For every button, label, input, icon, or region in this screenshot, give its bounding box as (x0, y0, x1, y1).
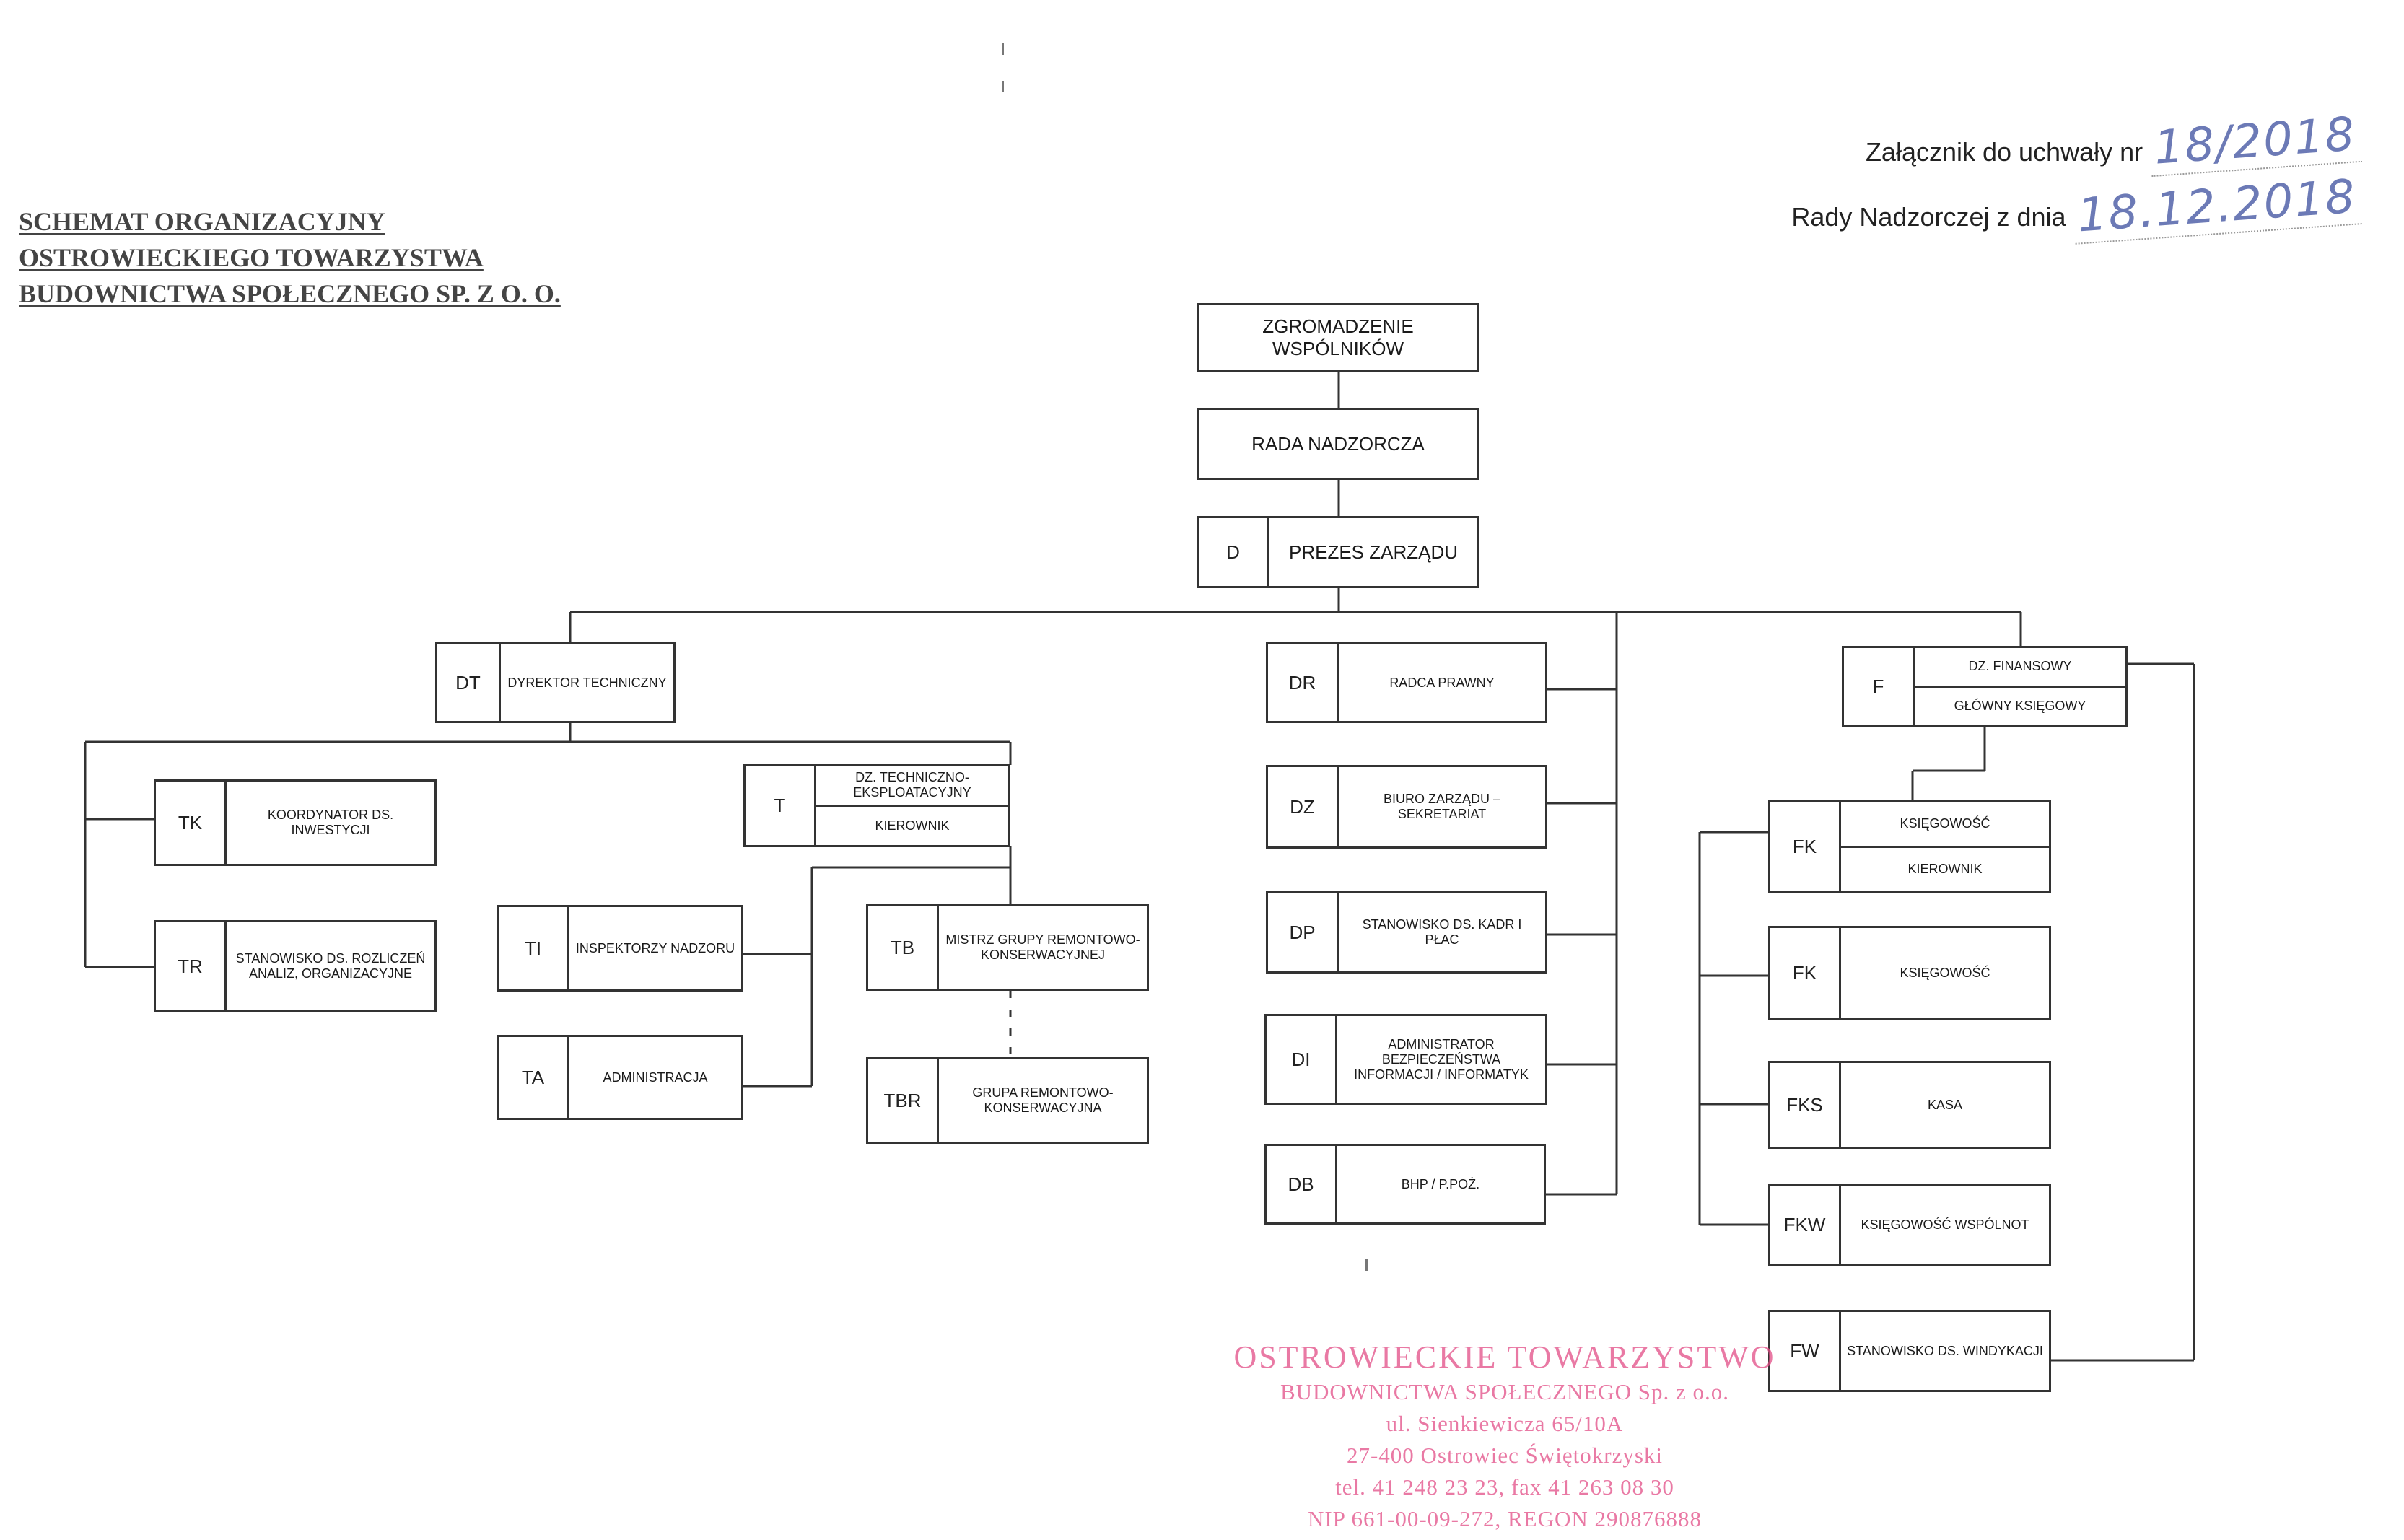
box-dr: DR RADCA PRAWNY (1266, 642, 1547, 723)
box-label: DZ. FINANSOWY (1915, 648, 2125, 688)
box-label: ZGROMADZENIE WSPÓLNIKÓW (1262, 315, 1414, 359)
annex-date-line: Rady Nadzorczej z dnia 18.12.2018 (1791, 170, 2362, 245)
box-label: KOORDYNATOR DS. INWESTYCJI (267, 808, 394, 837)
box-sublabel: GŁÓWNY KSIĘGOWY (1954, 698, 2086, 713)
annex-resolution-line: Załącznik do uchwały nr 18/2018 (1865, 107, 2362, 178)
box-label: GRUPA REMONTOWO-KONSERWACYJNA (972, 1085, 1114, 1115)
box-f: F DZ. FINANSOWY GŁÓWNY KSIĘGOWY (1842, 646, 2128, 727)
annex-label: Załącznik do uchwały nr (1865, 137, 2143, 167)
box-prezes: D PREZES ZARZĄDU (1197, 516, 1479, 588)
box-fks: FKS KASA (1768, 1061, 2051, 1149)
box-code: FKS (1770, 1063, 1841, 1147)
stamp-line: OSTROWIECKIE TOWARZYSTWO (1233, 1339, 1776, 1375)
box-label: KSIĘGOWOŚĆ (1900, 965, 1990, 980)
box-code: TB (868, 906, 939, 989)
box-code: D (1199, 518, 1269, 586)
box-dz: DZ BIURO ZARZĄDU – SEKRETARIAT (1266, 765, 1547, 849)
box-di: DI ADMINISTRATOR BEZPIECZEŃSTWA INFORMAC… (1264, 1014, 1547, 1105)
box-label: STANOWISKO DS. WINDYKACJI (1847, 1343, 2043, 1358)
box-code: TBR (868, 1059, 939, 1142)
box-code: DR (1268, 644, 1339, 721)
box-code: TK (156, 782, 227, 864)
scan-speck (1002, 43, 1004, 55)
title-line-3: BUDOWNICTWA SPOŁECZNEGO SP. Z O. O. (19, 279, 561, 308)
box-code: FKW (1770, 1186, 1841, 1264)
scan-speck (1365, 1259, 1368, 1271)
box-label: DYREKTOR TECHNICZNY (507, 675, 667, 690)
box-label: INSPEKTORZY NADZORU (575, 940, 735, 955)
box-code: FK (1770, 928, 1841, 1018)
stamp-line: NIP 661-00-09-272, REGON 290876888 (1307, 1506, 1703, 1531)
box-code: TI (499, 907, 569, 989)
box-label: KSIĘGOWOŚĆ WSPÓLNOT (1861, 1217, 2029, 1232)
stamp-line: ul. Sienkiewicza 65/10A (1386, 1411, 1624, 1436)
box-code: FW (1770, 1312, 1841, 1390)
scan-speck (1002, 81, 1004, 92)
box-tr: TR STANOWISKO DS. ROZLICZEŃ ANALIZ, ORGA… (154, 920, 437, 1012)
box-label: ADMINISTRACJA (603, 1069, 708, 1085)
box-label: PREZES ZARZĄDU (1288, 541, 1459, 563)
document-title: SCHEMAT ORGANIZACYJNY OSTROWIECKIEGO TOW… (19, 204, 561, 312)
box-label: BHP / P.POŻ. (1401, 1176, 1480, 1191)
stamp-line: BUDOWNICTWA SPOŁECZNEGO Sp. z o.o. (1280, 1379, 1730, 1404)
annex-date-label: Rady Nadzorczej z dnia (1791, 202, 2066, 232)
box-label: STANOWISKO DS. ROZLICZEŃ ANALIZ, ORGANIZ… (235, 951, 426, 981)
box-dt: DT DYREKTOR TECHNICZNY (435, 642, 676, 723)
box-rada-nadzorcza: RADA NADZORCZA (1197, 408, 1479, 480)
box-tb: TB MISTRZ GRUPY REMONTOWO-KONSERWACYJNEJ (866, 904, 1149, 991)
box-t: T DZ. TECHNICZNO-EKSPLOATACYJNY KIEROWNI… (743, 764, 1010, 847)
box-code: FK (1770, 802, 1841, 891)
title-line-1: SCHEMAT ORGANIZACYJNY (19, 207, 385, 236)
box-label: ADMINISTRATOR BEZPIECZEŃSTWA INFORMACJI … (1354, 1036, 1529, 1082)
box-code: DT (437, 644, 501, 721)
company-stamp: OSTROWIECKIE TOWARZYSTWO BUDOWNICTWA SPO… (1191, 1339, 1819, 1535)
box-code: DP (1268, 893, 1339, 971)
box-dp: DP STANOWISKO DS. KADR I PŁAC (1266, 891, 1547, 974)
box-label: STANOWISKO DS. KADR I PŁAC (1362, 917, 1522, 947)
box-sublabel: KIEROWNIK (1907, 862, 1983, 877)
box-fw: FW STANOWISKO DS. WINDYKACJI (1768, 1310, 2051, 1392)
box-label: RADA NADZORCZA (1251, 432, 1425, 455)
box-label: KSIĘGOWOŚĆ (1841, 802, 2049, 848)
box-label: DZ. TECHNICZNO-EKSPLOATACYJNY (816, 766, 1008, 807)
box-ta: TA ADMINISTRACJA (497, 1035, 743, 1120)
box-code: DZ (1268, 767, 1339, 846)
box-code: DB (1267, 1146, 1337, 1222)
box-db: DB BHP / P.POŻ. (1264, 1144, 1546, 1225)
box-label: KASA (1927, 1097, 1963, 1112)
box-label: RADCA PRAWNY (1389, 675, 1495, 690)
stamp-line: tel. 41 248 23 23, fax 41 263 08 30 (1335, 1474, 1674, 1500)
box-ti: TI INSPEKTORZY NADZORU (497, 905, 743, 992)
box-code: TR (156, 922, 227, 1010)
box-code: T (746, 766, 816, 845)
box-fk-kierownik: FK KSIĘGOWOŚĆ KIEROWNIK (1768, 800, 2051, 893)
title-line-2: OSTROWIECKIEGO TOWARZYSTWA (19, 243, 484, 272)
box-zgromadzenie: ZGROMADZENIE WSPÓLNIKÓW (1197, 303, 1479, 372)
box-tk: TK KOORDYNATOR DS. INWESTYCJI (154, 779, 437, 866)
box-sublabel: KIEROWNIK (875, 818, 950, 833)
box-label: MISTRZ GRUPY REMONTOWO-KONSERWACYJNEJ (945, 932, 1140, 962)
box-fk: FK KSIĘGOWOŚĆ (1768, 926, 2051, 1020)
stamp-line: 27-400 Ostrowiec Świętokrzyski (1346, 1443, 1664, 1468)
box-code: DI (1267, 1016, 1337, 1103)
box-label: BIURO ZARZĄDU – SEKRETARIAT (1383, 792, 1501, 821)
box-code: TA (499, 1037, 569, 1118)
box-tbr: TBR GRUPA REMONTOWO-KONSERWACYJNA (866, 1057, 1149, 1144)
box-fkw: FKW KSIĘGOWOŚĆ WSPÓLNOT (1768, 1184, 2051, 1266)
box-code: F (1844, 648, 1915, 725)
